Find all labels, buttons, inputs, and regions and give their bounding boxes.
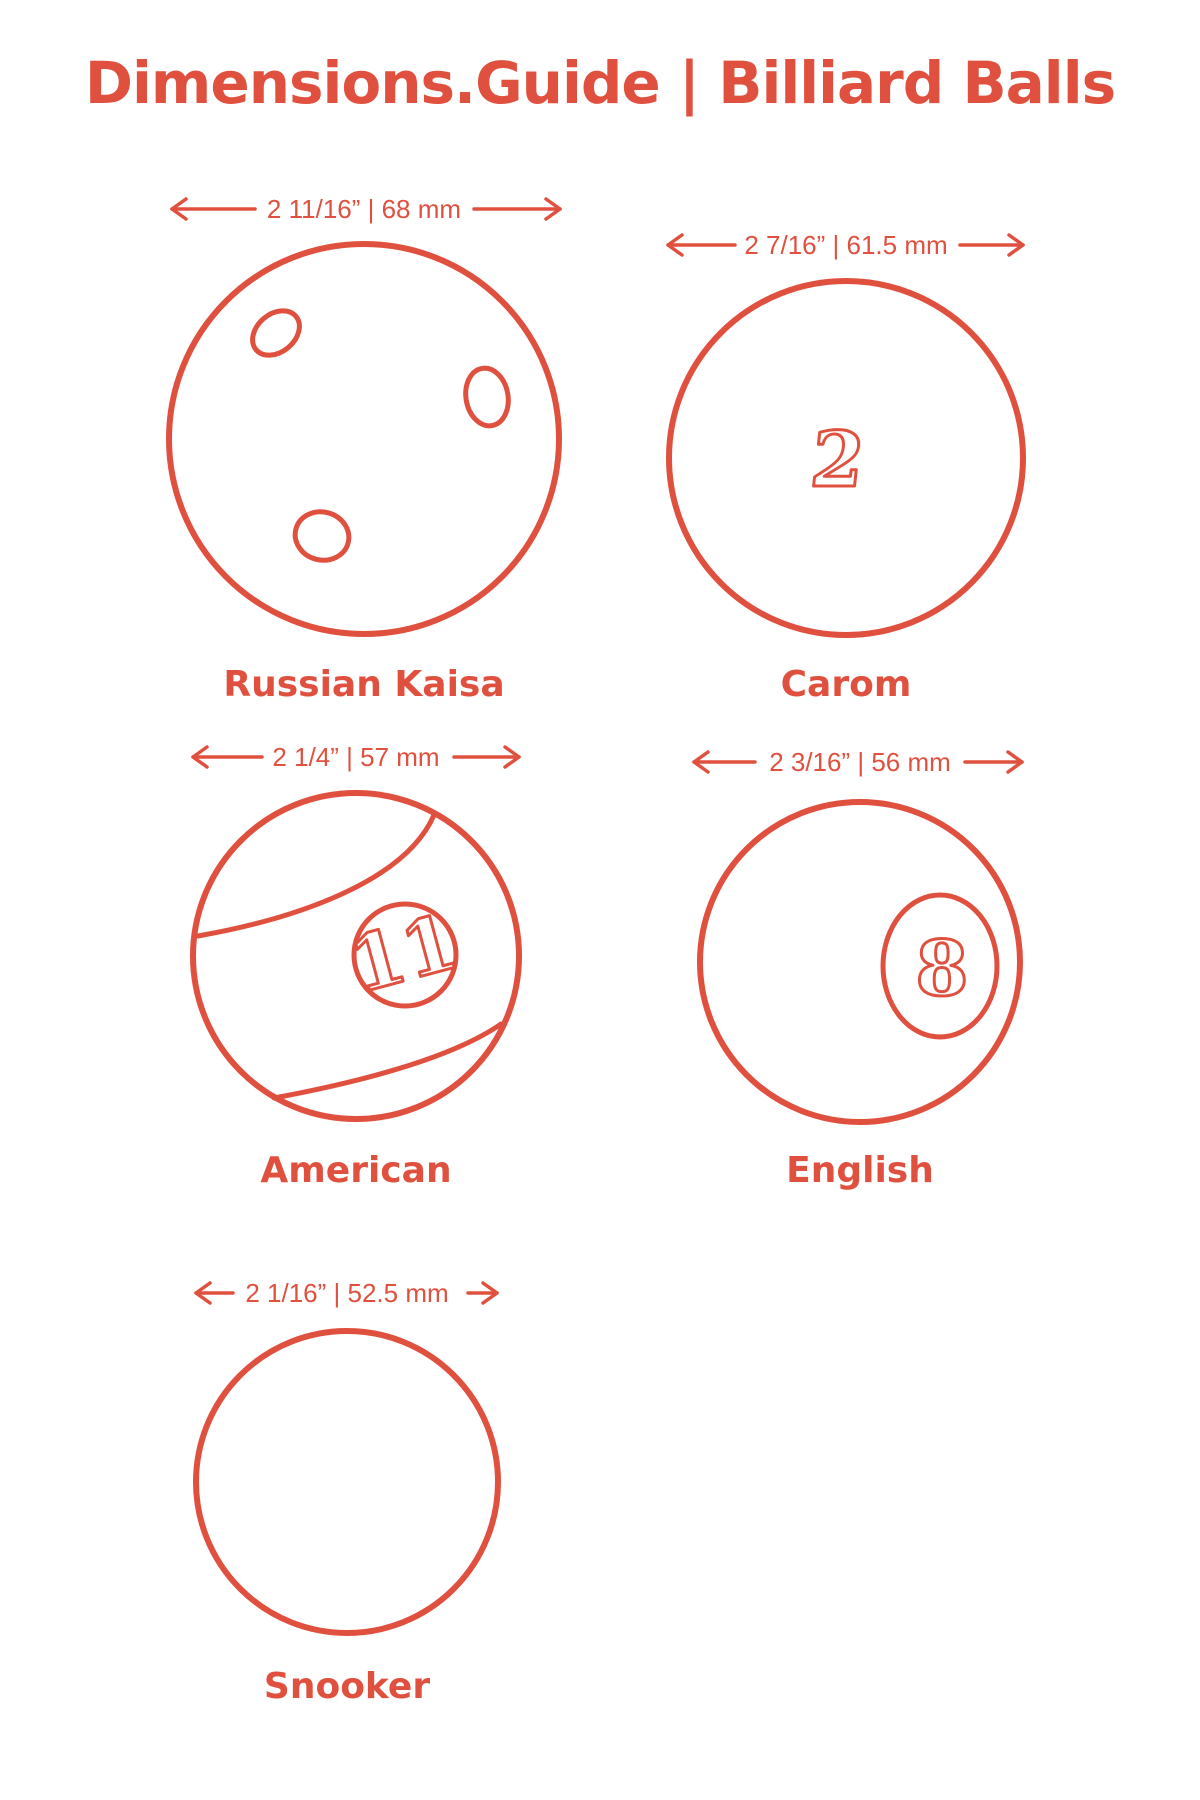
ball-outline [190,790,522,1122]
ball-name: Carom [781,664,912,705]
dimension-american: 2 1/4” | 57 mm [191,742,521,772]
double-headed-arrow-icon [692,750,1024,774]
ball-stripe-edge [195,812,437,939]
ball-outline [166,241,562,637]
number-circle [880,892,1000,1040]
dimension-snooker: 2 1/16” | 52.5 mm [194,1278,499,1308]
ball-number: 8 [916,924,969,1013]
dimension-label: 2 7/16” | 61.5 mm [744,230,947,260]
ball-outline [666,278,1026,638]
ball-name: Snooker [264,1666,430,1707]
double-headed-arrow-icon [194,1281,499,1305]
dimension-russian-kaisa: 2 11/16” | 68 mm [170,194,562,224]
dimension-label: 2 1/4” | 57 mm [272,742,439,772]
ball-snooker: 2 1/16” | 52.5 mm Snooker [193,1278,501,1707]
ball-spot [250,308,302,358]
ball-number: 2 [807,414,869,504]
double-headed-arrow-icon [666,233,1025,257]
dimension-label: 2 1/16” | 52.5 mm [245,1278,448,1308]
page-title: Dimensions.Guide | Billiard Balls [84,49,1116,117]
ball-name: English [786,1150,934,1191]
double-headed-arrow-icon [191,745,521,769]
ball-name: Russian Kaisa [223,664,504,705]
ball-name: American [260,1150,451,1191]
ball-number: 11 [341,897,466,1010]
ball-american: 2 1/4” | 57 mm 11 American [190,742,522,1191]
ball-english: 2 3/16” | 56 mm 8 English [692,747,1024,1191]
dimension-label: 2 3/16” | 56 mm [769,747,951,777]
double-headed-arrow-icon [170,197,562,221]
dimension-english: 2 3/16” | 56 mm [692,747,1024,777]
ball-carom: 2 7/16” | 61.5 mm 2 Carom [666,230,1026,705]
ball-outline [193,1328,501,1636]
dimension-carom: 2 7/16” | 61.5 mm [666,230,1025,260]
ball-spot [292,509,352,563]
ball-stripe-edge [271,1021,504,1101]
number-circle [351,901,459,1009]
ball-outline [697,799,1023,1125]
ball-spot [463,365,511,429]
dimension-label: 2 11/16” | 68 mm [267,194,461,224]
ball-russian-kaisa: 2 11/16” | 68 mm Russian Kaisa [166,194,562,705]
